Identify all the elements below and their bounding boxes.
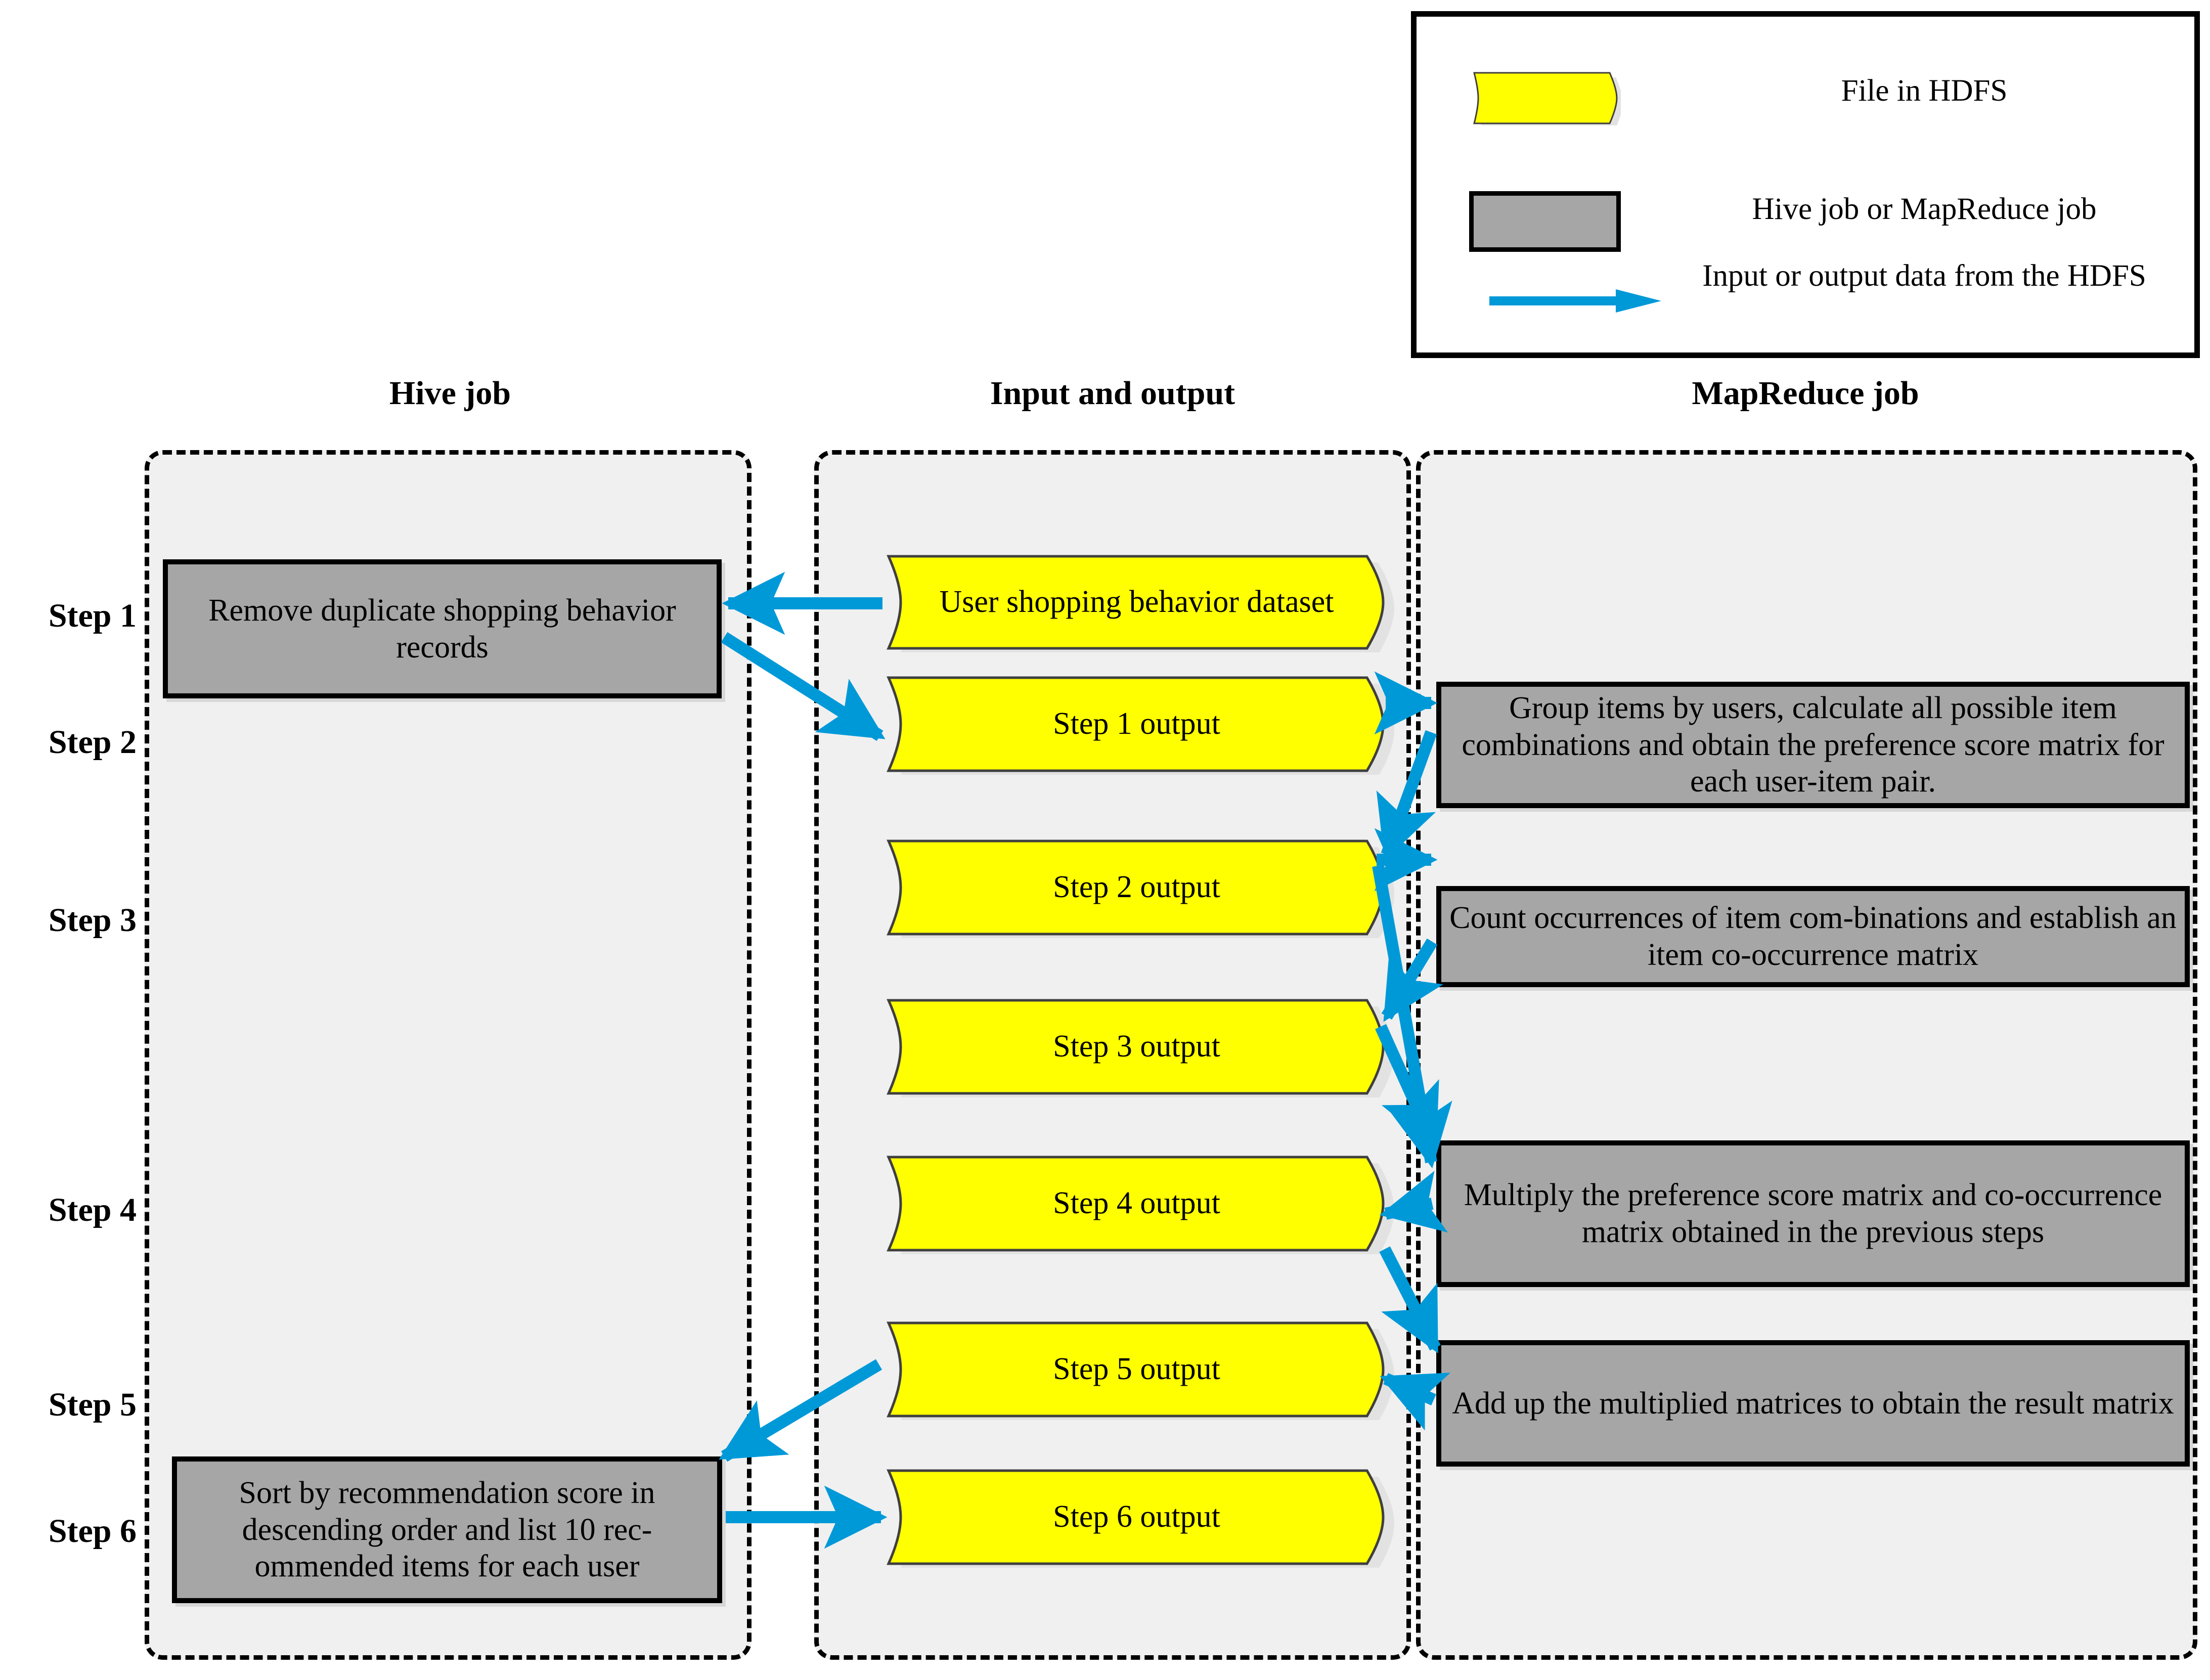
hive-job-step6-text: Sort by recommendation score in descendi… bbox=[239, 1476, 655, 1584]
job-box-icon bbox=[1469, 191, 1621, 252]
hdfs-file-step-5-output[interactable]: Step 5 output bbox=[877, 1319, 1396, 1420]
column-heading-hive: Hive job bbox=[389, 375, 511, 412]
hdfs-file-label: Step 5 output bbox=[1053, 1352, 1220, 1387]
hdfs-file-step-6-output[interactable]: Step 6 output bbox=[877, 1467, 1396, 1568]
step-label-3: Step 3 bbox=[48, 902, 137, 939]
mapreduce-job-step2-box[interactable]: Group items by users, calculate all poss… bbox=[1436, 682, 2190, 808]
mapreduce-job-step2-text: Group items by users, calculate all poss… bbox=[1462, 691, 2164, 799]
hdfs-file-label: Step 2 output bbox=[1053, 870, 1220, 905]
step-label-5: Step 5 bbox=[48, 1386, 137, 1423]
step-label-2: Step 2 bbox=[48, 724, 137, 761]
legend-label-job: Hive job or MapReduce job bbox=[1752, 192, 2097, 226]
hdfs-file-user-shopping-behavior-dataset[interactable]: User shopping behavior dataset bbox=[877, 552, 1396, 652]
hive-job-step1-text: Remove duplicate shopping behavior recor… bbox=[208, 593, 676, 665]
hdfs-file-icon bbox=[1469, 71, 1621, 125]
data-flow-arrow-icon bbox=[1489, 289, 1661, 313]
hdfs-file-step-1-output[interactable]: Step 1 output bbox=[877, 674, 1396, 775]
hdfs-file-label: User shopping behavior dataset bbox=[939, 585, 1334, 620]
mapreduce-job-step3-box[interactable]: Count occurrences of item com-binations … bbox=[1436, 886, 2190, 987]
hdfs-file-step-2-output[interactable]: Step 2 output bbox=[877, 837, 1396, 938]
hdfs-file-label: Step 4 output bbox=[1053, 1186, 1220, 1221]
legend-label-file: File in HDFS bbox=[1841, 74, 2008, 108]
step-label-4: Step 4 bbox=[48, 1191, 137, 1228]
mapreduce-job-step4-text: Multiply the preference score matrix and… bbox=[1464, 1178, 2162, 1249]
hive-job-step6-box[interactable]: Sort by recommendation score in descendi… bbox=[172, 1456, 722, 1603]
hdfs-file-label: Step 1 output bbox=[1053, 706, 1220, 741]
step-label-6: Step 6 bbox=[48, 1513, 137, 1550]
step-label-1: Step 1 bbox=[48, 597, 137, 634]
hdfs-file-label: Step 3 output bbox=[1053, 1029, 1220, 1064]
hdfs-file-label: Step 6 output bbox=[1053, 1499, 1220, 1534]
column-heading-mapreduce: MapReduce job bbox=[1692, 375, 1919, 412]
legend-label-arrow: Input or output data from the HDFS bbox=[1702, 259, 2146, 293]
hdfs-file-step-3-output[interactable]: Step 3 output bbox=[877, 996, 1396, 1097]
hdfs-file-step-4-output[interactable]: Step 4 output bbox=[877, 1153, 1396, 1254]
mapreduce-job-step5-text: Add up the multiplied matrices to obtain… bbox=[1452, 1386, 2174, 1421]
mapreduce-job-step3-text: Count occurrences of item com-binations … bbox=[1449, 901, 2177, 972]
lane-mapreduce-job bbox=[1416, 450, 2197, 1660]
mapreduce-job-step4-box[interactable]: Multiply the preference score matrix and… bbox=[1436, 1140, 2190, 1287]
mapreduce-job-step5-box[interactable]: Add up the multiplied matrices to obtain… bbox=[1436, 1340, 2190, 1467]
hive-job-step1-box[interactable]: Remove duplicate shopping behavior recor… bbox=[163, 559, 722, 698]
column-heading-input-output: Input and output bbox=[990, 375, 1235, 412]
